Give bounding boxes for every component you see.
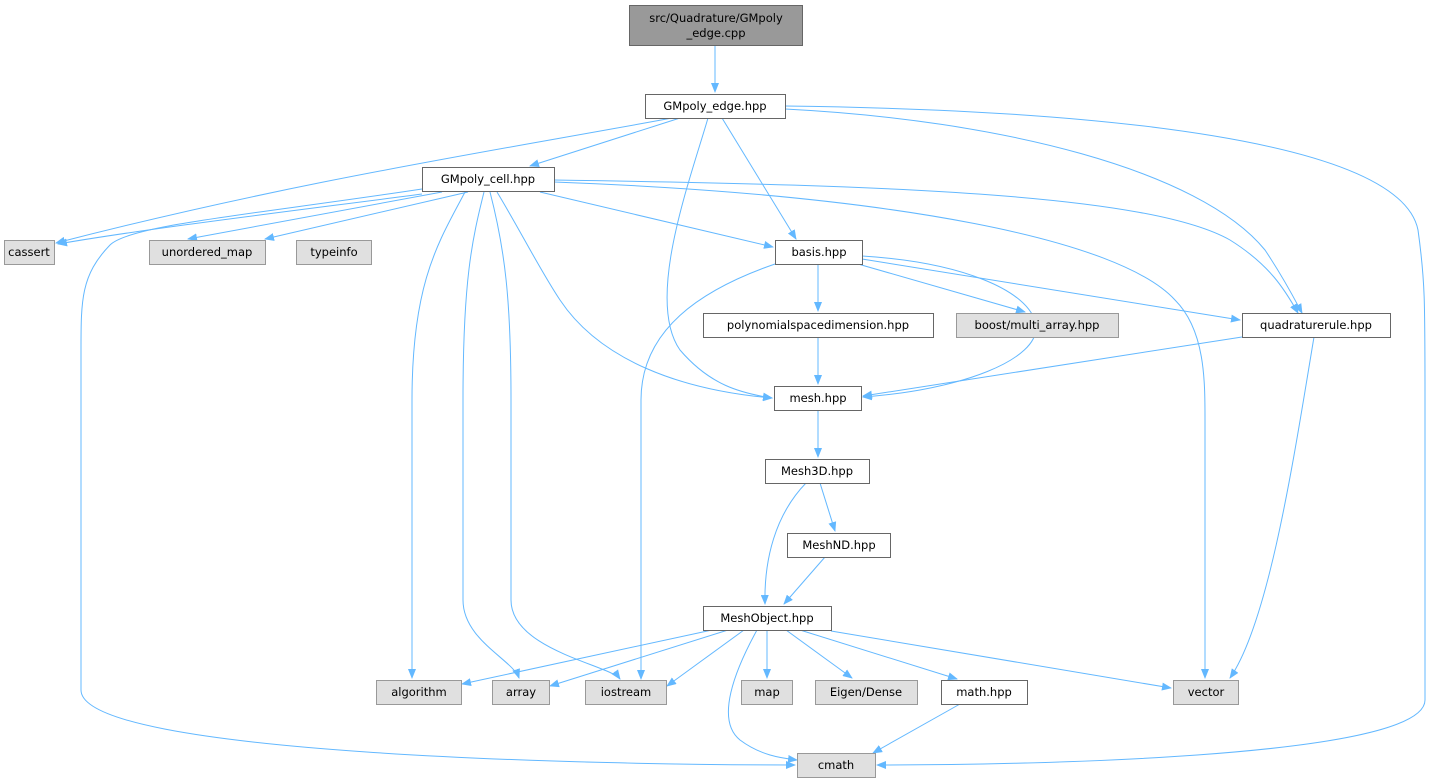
edge-gmpoly-edge-mesh	[666, 117, 773, 401]
node-label: cmath	[818, 758, 854, 772]
edge-meshobject-math	[799, 629, 958, 681]
node-gmpoly-edge[interactable]: GMpoly_edge.hpp	[645, 94, 786, 119]
edge-meshobject-array	[549, 629, 729, 688]
edge-basis-boost-multi-array	[857, 263, 1026, 314]
node-cassert[interactable]: cassert	[4, 240, 55, 265]
edge-meshobject-eigen-dense	[785, 629, 853, 679]
node-label: array	[506, 685, 536, 699]
edge-basis-iostream	[637, 263, 776, 680]
node-algorithm[interactable]: algorithm	[376, 680, 462, 705]
edge-gmpoly-edge-basis	[721, 117, 797, 240]
edge-quadraturerule-mesh	[862, 336, 1243, 399]
node-label: src/Quadrature/GMpoly	[649, 11, 783, 25]
edge-mesh3d-meshnd	[819, 482, 837, 532]
node-label: MeshObject.hpp	[720, 611, 813, 625]
node-label: iostream	[601, 685, 652, 699]
node-gmpoly-cell[interactable]: GMpoly_cell.hpp	[422, 167, 555, 192]
node-label: basis.hpp	[791, 245, 846, 259]
edge-gmpoly-cell-basis	[539, 191, 774, 249]
node-label: polynomialspacedimension.hpp	[727, 318, 909, 332]
node-label: Eigen/Dense	[830, 685, 902, 699]
edge-gmpoly-cell-mesh	[496, 191, 773, 402]
node-meshnd[interactable]: MeshND.hpp	[787, 533, 891, 558]
edge-gmpoly-cell-algorithm	[408, 191, 466, 679]
edge-meshobject-vector	[830, 630, 1172, 691]
node-label: GMpoly_cell.hpp	[441, 172, 535, 186]
edge-gmpoly-cell-unordered-map	[187, 191, 443, 242]
edge-gmpoly-edge-quadraturerule	[784, 108, 1303, 314]
node-unordered-map[interactable]: unordered_map	[149, 240, 266, 265]
nodes: src/Quadrature/GMpoly _edge.cpp GMpoly_e…	[4, 5, 1391, 778]
edge-gmpoly-edge-cassert	[55, 117, 673, 245]
node-quadraturerule[interactable]: quadraturerule.hpp	[1242, 313, 1391, 338]
node-label: boost/multi_array.hpp	[975, 318, 1100, 332]
node-boost-multi-array[interactable]: boost/multi_array.hpp	[956, 313, 1119, 338]
edge-math-cmath	[872, 703, 961, 754]
node-math[interactable]: math.hpp	[941, 680, 1028, 705]
node-label: _edge.cpp	[685, 26, 745, 40]
edge-gmpoly-cell-iostream	[489, 191, 621, 680]
edge-meshobject-iostream	[666, 629, 745, 687]
node-basis[interactable]: basis.hpp	[775, 240, 863, 265]
node-map[interactable]: map	[741, 680, 793, 705]
edge-gmpoly-edge-gmpoly-cell	[529, 117, 681, 168]
edge-gmpoly-edge-cmath	[784, 105, 1426, 769]
node-mesh3d[interactable]: Mesh3D.hpp	[765, 459, 870, 484]
edge-gmpoly-cell-array	[462, 191, 520, 679]
node-label: cassert	[8, 245, 50, 259]
node-label: algorithm	[391, 685, 447, 699]
edge-gmpoly-cell-cmath	[80, 188, 796, 769]
node-label: Mesh3D.hpp	[781, 464, 853, 478]
node-eigen-dense[interactable]: Eigen/Dense	[815, 680, 918, 705]
edge-quadraturerule-vector	[1229, 336, 1315, 679]
edges	[55, 45, 1426, 769]
edge-mesh3d-meshobject	[760, 482, 807, 605]
node-label: map	[754, 685, 780, 699]
node-typeinfo[interactable]: typeinfo	[296, 240, 372, 265]
node-polynomialspacedimension[interactable]: polynomialspacedimension.hpp	[703, 313, 934, 338]
node-mesh[interactable]: mesh.hpp	[774, 386, 862, 411]
node-root-file[interactable]: src/Quadrature/GMpoly _edge.cpp	[629, 5, 803, 46]
node-label: vector	[1188, 685, 1225, 699]
node-cmath[interactable]: cmath	[797, 753, 876, 778]
edge-gmpoly-cell-cassert	[57, 193, 423, 247]
node-label: typeinfo	[310, 245, 357, 259]
node-label: math.hpp	[956, 685, 1012, 699]
edge-meshobject-algorithm	[461, 629, 713, 687]
node-meshobject[interactable]: MeshObject.hpp	[703, 606, 832, 631]
node-iostream[interactable]: iostream	[585, 680, 667, 705]
node-label: quadraturerule.hpp	[1260, 318, 1372, 332]
node-label: MeshND.hpp	[802, 538, 875, 552]
node-vector[interactable]: vector	[1173, 680, 1239, 705]
node-label: GMpoly_edge.hpp	[663, 99, 766, 113]
edge-gmpoly-cell-typeinfo	[264, 191, 469, 241]
node-label: mesh.hpp	[789, 391, 846, 405]
edge-meshnd-meshobject	[783, 556, 826, 605]
edge-meshobject-cmath	[727, 629, 798, 763]
edge-basis-quadraturerule	[861, 258, 1241, 323]
node-array[interactable]: array	[492, 680, 550, 705]
edge-gmpoly-cell-vector	[553, 181, 1209, 679]
edge-gmpoly-cell-quadraturerule	[553, 179, 1299, 314]
node-label: unordered_map	[162, 245, 253, 259]
